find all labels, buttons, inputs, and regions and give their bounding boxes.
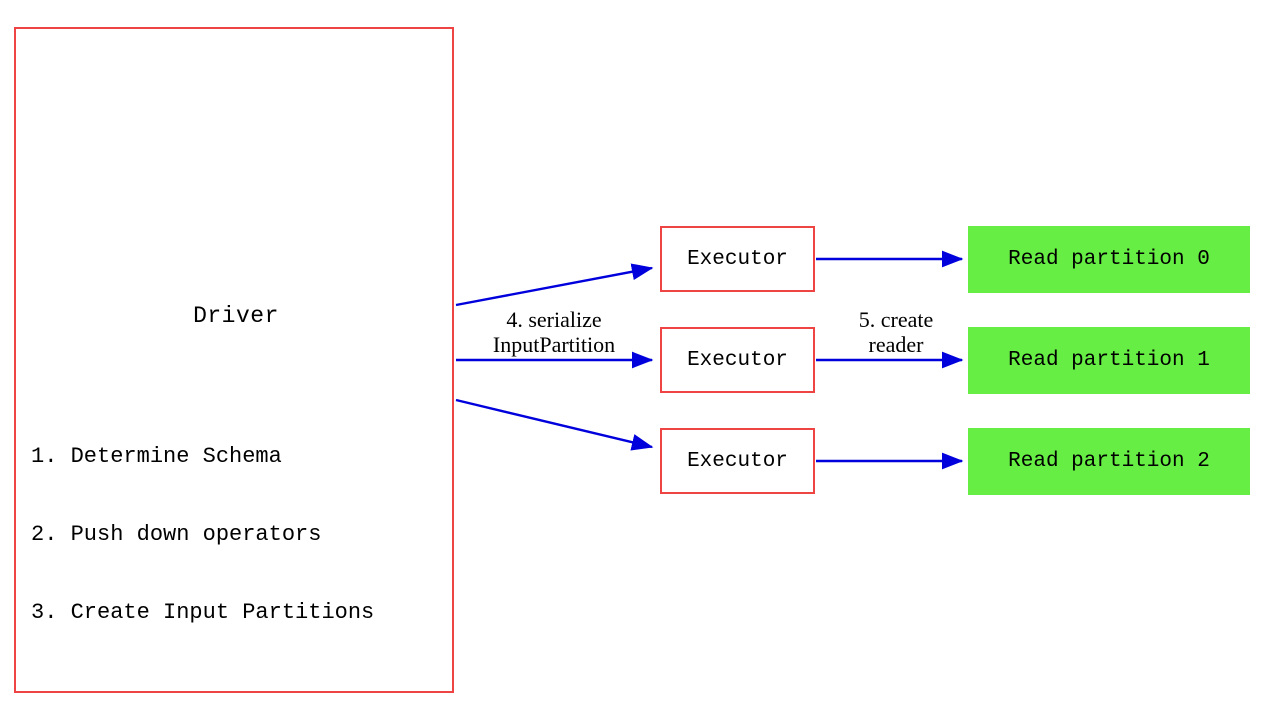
partition-label-2: Read partition 2 (1008, 450, 1210, 473)
driver-title: Driver (193, 303, 279, 329)
executor-label-1: Executor (687, 348, 788, 372)
arrow-driver-to-executor-2 (455, 398, 654, 451)
driver-box: Driver 1. Determine Schema 2. Push down … (14, 27, 454, 693)
driver-steps-list: 1. Determine Schema 2. Push down operato… (31, 392, 374, 678)
partition-label-1: Read partition 1 (1008, 349, 1210, 372)
driver-step-3: 3. Create Input Partitions (31, 600, 375, 625)
partition-box-0: Read partition 0 (968, 226, 1250, 293)
driver-step-2: 2. Push down operators (31, 522, 322, 547)
executor-label-0: Executor (687, 247, 788, 271)
arrow-driver-to-executor-0 (455, 263, 654, 307)
partition-box-2: Read partition 2 (968, 428, 1250, 495)
partition-box-1: Read partition 1 (968, 327, 1250, 394)
arrow-label-create-reader: 5. create reader (858, 307, 934, 357)
driver-step-1: 1. Determine Schema (31, 444, 282, 469)
executor-box-1: Executor (660, 327, 815, 393)
executor-box-2: Executor (660, 428, 815, 494)
executor-label-2: Executor (687, 449, 788, 473)
executor-box-0: Executor (660, 226, 815, 292)
partition-label-0: Read partition 0 (1008, 248, 1210, 271)
arrow-label-serialize: 4. serialize InputPartition (492, 307, 616, 357)
